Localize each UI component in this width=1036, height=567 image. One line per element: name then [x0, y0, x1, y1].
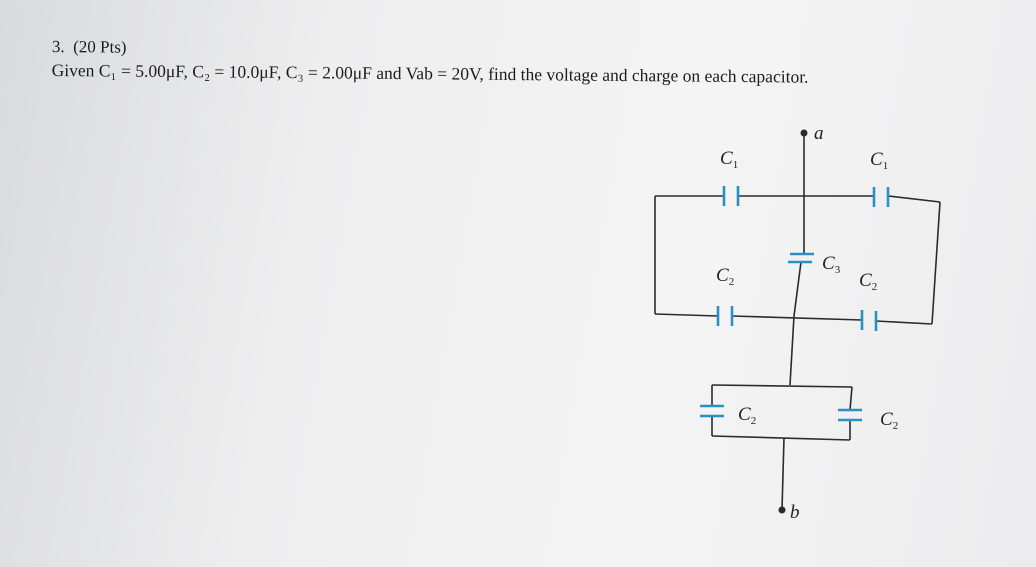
- terminal-b-label: b: [790, 502, 800, 523]
- wire-to-b: [781, 437, 785, 511]
- capacitor-c2-left: [716, 306, 734, 326]
- wire-right-side: [931, 201, 941, 325]
- terminal-b-dot: [778, 506, 786, 514]
- label-c2-left: C2: [716, 265, 734, 288]
- terminal-a-dot: [800, 129, 808, 137]
- capacitor-c1-right: [872, 187, 890, 207]
- terminals: [778, 129, 808, 514]
- wires: [654, 134, 941, 511]
- label-c2-bottom-right: C2: [880, 409, 898, 432]
- capacitor-c1-left: [722, 186, 740, 206]
- labels: a b C1 C1 C3 C2 C2 C2 C2: [716, 123, 898, 523]
- wire-mid-left: [654, 313, 719, 317]
- wire-bottom-bottom: [711, 435, 851, 441]
- terminal-a-label: a: [814, 123, 824, 144]
- wire-c3-down: [793, 261, 802, 317]
- label-c2-bottom-left: C2: [738, 404, 756, 427]
- label-c1-left: C1: [720, 148, 738, 171]
- label-c3: C3: [822, 253, 841, 276]
- capacitors: [700, 186, 890, 422]
- wire-bottom-right-upper: [849, 386, 853, 411]
- wire-center-down: [789, 315, 795, 386]
- wire-bottom-top: [711, 384, 853, 388]
- wire-top-right: [887, 195, 941, 203]
- capacitor-c2-right: [860, 310, 878, 331]
- capacitor-c2-bottom-left: [700, 404, 724, 418]
- label-c2-right: C2: [859, 270, 877, 293]
- wire-mid-center: [731, 315, 863, 321]
- capacitor-c3: [788, 252, 814, 264]
- capacitor-c2-bottom-right: [838, 408, 862, 422]
- wire-mid-right: [875, 320, 933, 325]
- label-c1-right: C1: [870, 149, 888, 172]
